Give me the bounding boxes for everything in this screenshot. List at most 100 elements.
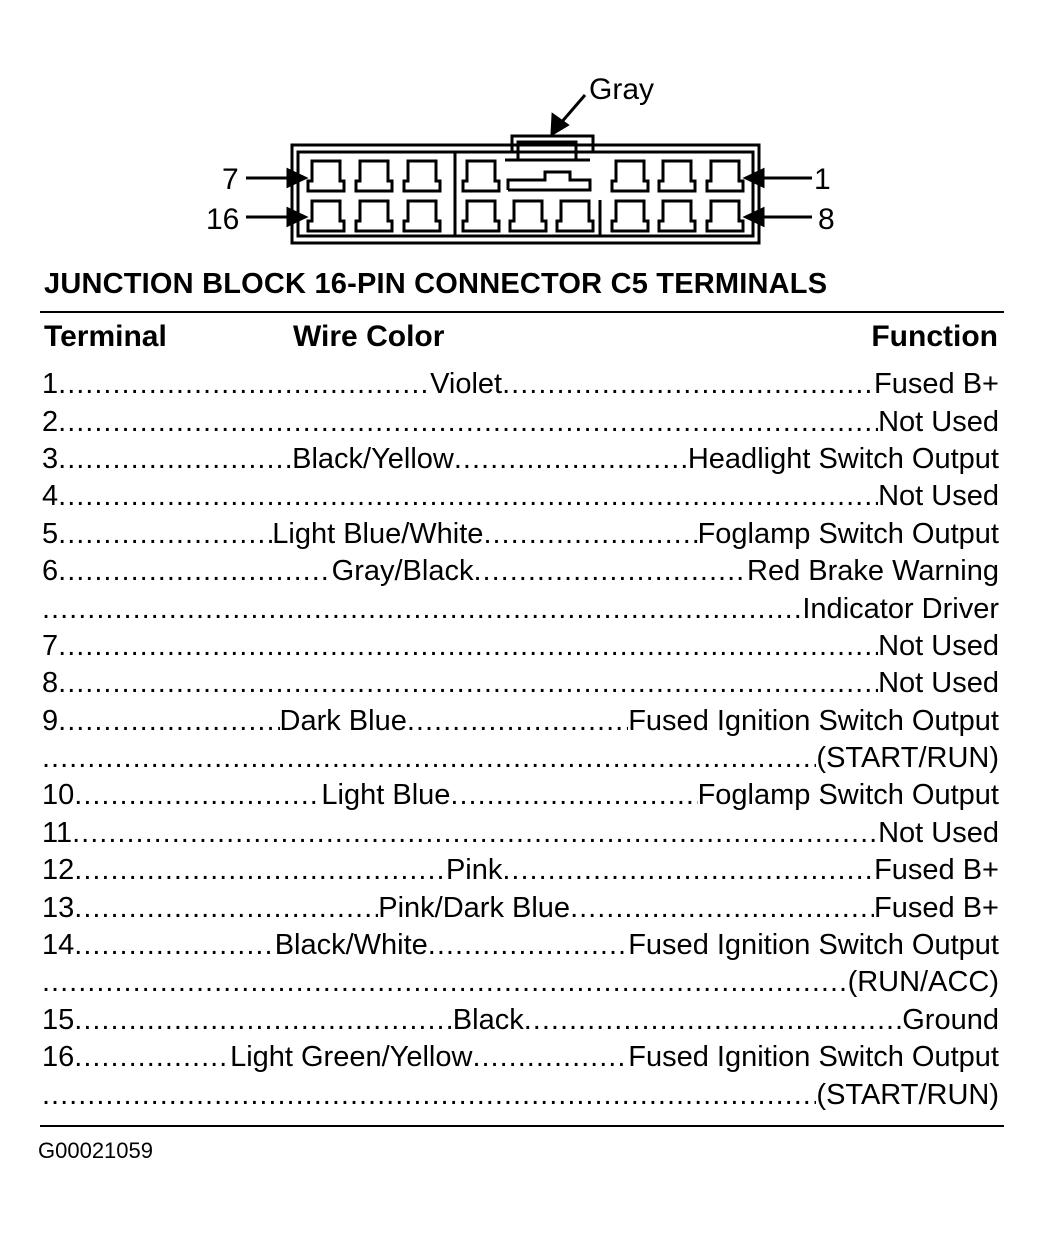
leader-dots bbox=[58, 628, 878, 665]
leader-dots bbox=[58, 404, 878, 441]
cavity bbox=[610, 159, 650, 193]
function: (START/RUN) bbox=[816, 742, 999, 775]
wire-color: Black bbox=[452, 1003, 524, 1036]
cavity bbox=[354, 199, 394, 233]
function: (RUN/ACC) bbox=[847, 966, 999, 999]
terminal-number: 11 bbox=[42, 816, 73, 849]
terminal-number: 13 bbox=[42, 891, 75, 924]
cavity bbox=[657, 159, 697, 193]
terminal-number: 16 bbox=[42, 1041, 75, 1074]
terminal-number: 12 bbox=[42, 854, 75, 887]
table-row: 12 Pink Fused B+ bbox=[42, 852, 999, 889]
leader-dots bbox=[74, 777, 321, 814]
header-function: Function bbox=[871, 320, 998, 353]
function: Fused Ignition Switch Output bbox=[628, 704, 999, 737]
leader-dots bbox=[58, 703, 279, 740]
connector-body bbox=[290, 134, 761, 245]
leader-dots bbox=[502, 852, 874, 889]
label-pin-16: 16 bbox=[206, 203, 239, 236]
terminal-number: 1 bbox=[42, 368, 59, 401]
cavity bbox=[354, 159, 394, 193]
header-terminal: Terminal bbox=[44, 320, 167, 353]
latch-feature bbox=[506, 170, 592, 192]
function: (START/RUN) bbox=[816, 1078, 999, 1111]
cavity bbox=[657, 199, 697, 233]
leader-dots bbox=[58, 665, 878, 702]
label-pin-1: 1 bbox=[814, 163, 831, 196]
leader-dots bbox=[502, 366, 874, 403]
figure-code: G00021059 bbox=[38, 1138, 153, 1163]
wire-color: Black/Yellow bbox=[292, 442, 454, 475]
table-row: (START/RUN) bbox=[42, 740, 999, 777]
leader-dots bbox=[483, 516, 697, 553]
leader-dots bbox=[473, 553, 747, 590]
cavity bbox=[705, 159, 745, 193]
function: Fused B+ bbox=[874, 854, 999, 887]
terminal-cavities bbox=[306, 159, 745, 233]
wire-color: Dark Blue bbox=[279, 704, 407, 737]
leader-dots bbox=[407, 703, 628, 740]
function: Headlight Switch Output bbox=[687, 442, 999, 475]
table-row: 8Not Used bbox=[42, 665, 999, 702]
wire-color: Black/White bbox=[274, 929, 428, 962]
terminal-number: 6 bbox=[42, 555, 59, 588]
function: Foglamp Switch Output bbox=[697, 779, 999, 812]
function: Fused B+ bbox=[874, 368, 999, 401]
table-title: JUNCTION BLOCK 16-PIN CONNECTOR C5 TERMI… bbox=[44, 268, 828, 300]
terminal-table: 1VioletFused B+2Not Used3Black/YellowHea… bbox=[42, 366, 999, 1114]
cavity bbox=[402, 159, 442, 193]
wire-color: Gray/Black bbox=[331, 555, 474, 588]
leader-dots bbox=[42, 740, 816, 777]
table-row: (START/RUN) bbox=[42, 1076, 999, 1113]
leader-dots bbox=[74, 890, 378, 927]
leader-dots bbox=[58, 478, 878, 515]
leader-dots bbox=[42, 591, 802, 628]
table-row: 6 Gray/Black Red Brake Warning bbox=[42, 553, 999, 590]
function: Not Used bbox=[878, 816, 999, 849]
leader-dots bbox=[74, 852, 446, 889]
wire-color: Light Blue/White bbox=[272, 517, 484, 550]
function: Not Used bbox=[878, 480, 999, 513]
terminal-number: 3 bbox=[42, 442, 59, 475]
leader-dots bbox=[58, 516, 272, 553]
leader-dots bbox=[58, 441, 292, 478]
pin-arrows bbox=[246, 94, 812, 228]
leader-dots bbox=[72, 815, 878, 852]
cavity bbox=[461, 159, 501, 193]
cavity bbox=[610, 199, 650, 233]
table-row: 4Not Used bbox=[42, 478, 999, 515]
table-row: 13 Pink/Dark Blue Fused B+ bbox=[42, 889, 999, 926]
function: Not Used bbox=[878, 405, 999, 438]
table-row: (RUN/ACC) bbox=[42, 964, 999, 1001]
table-row: 7Not Used bbox=[42, 628, 999, 665]
terminal-number: 15 bbox=[42, 1003, 75, 1036]
leader-dots bbox=[58, 553, 332, 590]
function: Foglamp Switch Output bbox=[697, 517, 999, 550]
leader-dots bbox=[42, 1077, 816, 1114]
function: Red Brake Warning bbox=[747, 555, 999, 588]
function: Indicator Driver bbox=[802, 592, 999, 625]
table-row: Indicator Driver bbox=[42, 590, 999, 627]
leader-dots bbox=[74, 927, 274, 964]
terminal-number: 7 bbox=[42, 629, 59, 662]
function: Not Used bbox=[878, 667, 999, 700]
table-row: 10Light BlueFoglamp Switch Output bbox=[42, 777, 999, 814]
leader-dots bbox=[524, 1002, 903, 1039]
leader-dots bbox=[428, 927, 628, 964]
wire-color: Pink/Dark Blue bbox=[378, 891, 571, 924]
label-pin-7: 7 bbox=[222, 163, 239, 196]
function: Fused B+ bbox=[874, 891, 999, 924]
terminal-number: 14 bbox=[42, 929, 75, 962]
cavity bbox=[306, 199, 346, 233]
cavity bbox=[402, 199, 442, 233]
connector-c5-diagram: Gray 7 16 1 8 bbox=[206, 73, 835, 245]
table-row: 9Dark BlueFused Ignition Switch Output bbox=[42, 703, 999, 740]
table-row: 5Light Blue/WhiteFoglamp Switch Output bbox=[42, 516, 999, 553]
cavity bbox=[461, 199, 501, 233]
function: Fused Ignition Switch Output bbox=[628, 1041, 999, 1074]
wire-color: Pink bbox=[445, 854, 503, 887]
cavity bbox=[306, 159, 346, 193]
cavity bbox=[555, 199, 595, 233]
leader-dots bbox=[42, 964, 848, 1001]
header-wire-color: Wire Color bbox=[293, 320, 445, 353]
